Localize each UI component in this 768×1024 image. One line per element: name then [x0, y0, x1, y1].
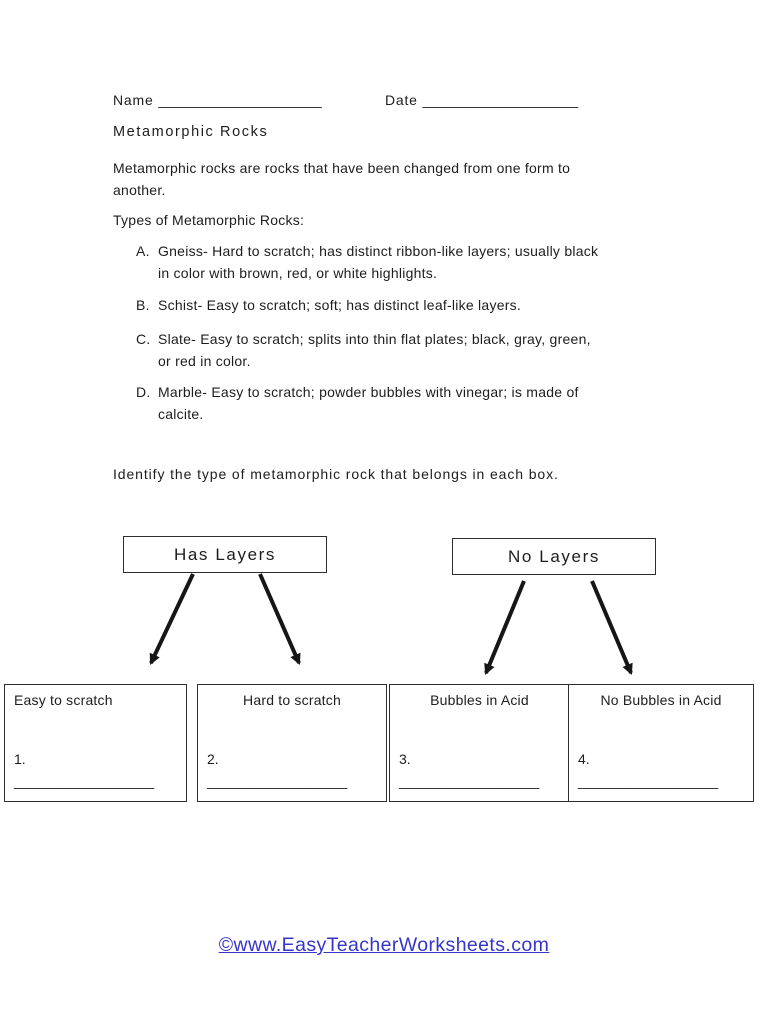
- rock-type-marker: D.: [136, 384, 151, 400]
- arrow-has-layers-left: [149, 573, 195, 665]
- category-box-label: No Layers: [508, 546, 600, 566]
- answer-box-header: Hard to scratch: [243, 692, 341, 708]
- answer-blank-line: __________________: [399, 773, 540, 789]
- arrow-no-layers-left: [484, 580, 526, 676]
- answer-number: 3.: [399, 751, 411, 767]
- answer-box-easy-to-scratch: Easy to scratch 1. __________________: [4, 684, 187, 802]
- rock-type-marker: C.: [136, 331, 151, 347]
- answer-number: 2.: [207, 751, 219, 767]
- rock-type-item-schist: B. Schist- Easy to scratch; soft; has di…: [136, 294, 681, 316]
- page-title: Metamorphic Rocks: [113, 124, 269, 140]
- answer-box-bubbles-in-acid: Bubbles in Acid 3. __________________: [389, 684, 570, 802]
- rock-type-item-gneiss: A. Gneiss- Hard to scratch; has distinct…: [136, 240, 681, 284]
- footer-link[interactable]: ©www.EasyTeacherWorksheets.com: [218, 934, 550, 956]
- answer-box-header: No Bubbles in Acid: [600, 692, 722, 708]
- answer-blank-line: __________________: [14, 773, 155, 789]
- category-box-no-layers: No Layers: [452, 538, 656, 575]
- rock-type-marker: A.: [136, 243, 150, 259]
- rock-type-description: Slate- Easy to scratch; splits into thin…: [158, 331, 591, 369]
- answer-blank-line: __________________: [207, 773, 348, 789]
- date-label: Date: [385, 92, 418, 108]
- date-blank-line: ____________________: [422, 92, 579, 108]
- category-box-label: Has Layers: [174, 544, 276, 564]
- sorting-instruction: Identify the type of metamorphic rock th…: [113, 466, 559, 482]
- arrow-has-layers-right: [258, 573, 301, 666]
- answer-box-header: Bubbles in Acid: [430, 692, 529, 708]
- types-heading: Types of Metamorphic Rocks:: [113, 212, 305, 228]
- branch-arrows: [149, 573, 633, 676]
- answer-number: 1.: [14, 751, 26, 767]
- rock-type-description: Marble- Easy to scratch; powder bubbles …: [158, 384, 579, 422]
- answer-box-no-bubbles-in-acid: No Bubbles in Acid 4. __________________: [568, 684, 754, 802]
- answer-number: 4.: [578, 751, 590, 767]
- rock-type-marker: B.: [136, 297, 150, 313]
- rock-type-description: Gneiss- Hard to scratch; has distinct ri…: [158, 243, 599, 281]
- name-date-row: Name _____________________ Date ________…: [113, 92, 578, 108]
- arrow-no-layers-right: [590, 580, 633, 676]
- rock-type-item-marble: D. Marble- Easy to scratch; powder bubbl…: [136, 381, 681, 425]
- answer-blank-line: __________________: [578, 773, 719, 789]
- name-label: Name: [113, 92, 154, 108]
- date-group: Date ____________________: [385, 92, 578, 108]
- rock-type-item-slate: C. Slate- Easy to scratch; splits into t…: [136, 328, 681, 372]
- footer: ©www.EasyTeacherWorksheets.com: [0, 934, 768, 957]
- answer-box-hard-to-scratch: Hard to scratch 2. __________________: [197, 684, 387, 802]
- category-box-has-layers: Has Layers: [123, 536, 327, 573]
- answer-box-header: Easy to scratch: [14, 692, 113, 708]
- intro-paragraph: Metamorphic rocks are rocks that have be…: [113, 160, 571, 198]
- name-blank-line: _____________________: [158, 92, 322, 108]
- rock-type-description: Schist- Easy to scratch; soft; has disti…: [158, 297, 522, 313]
